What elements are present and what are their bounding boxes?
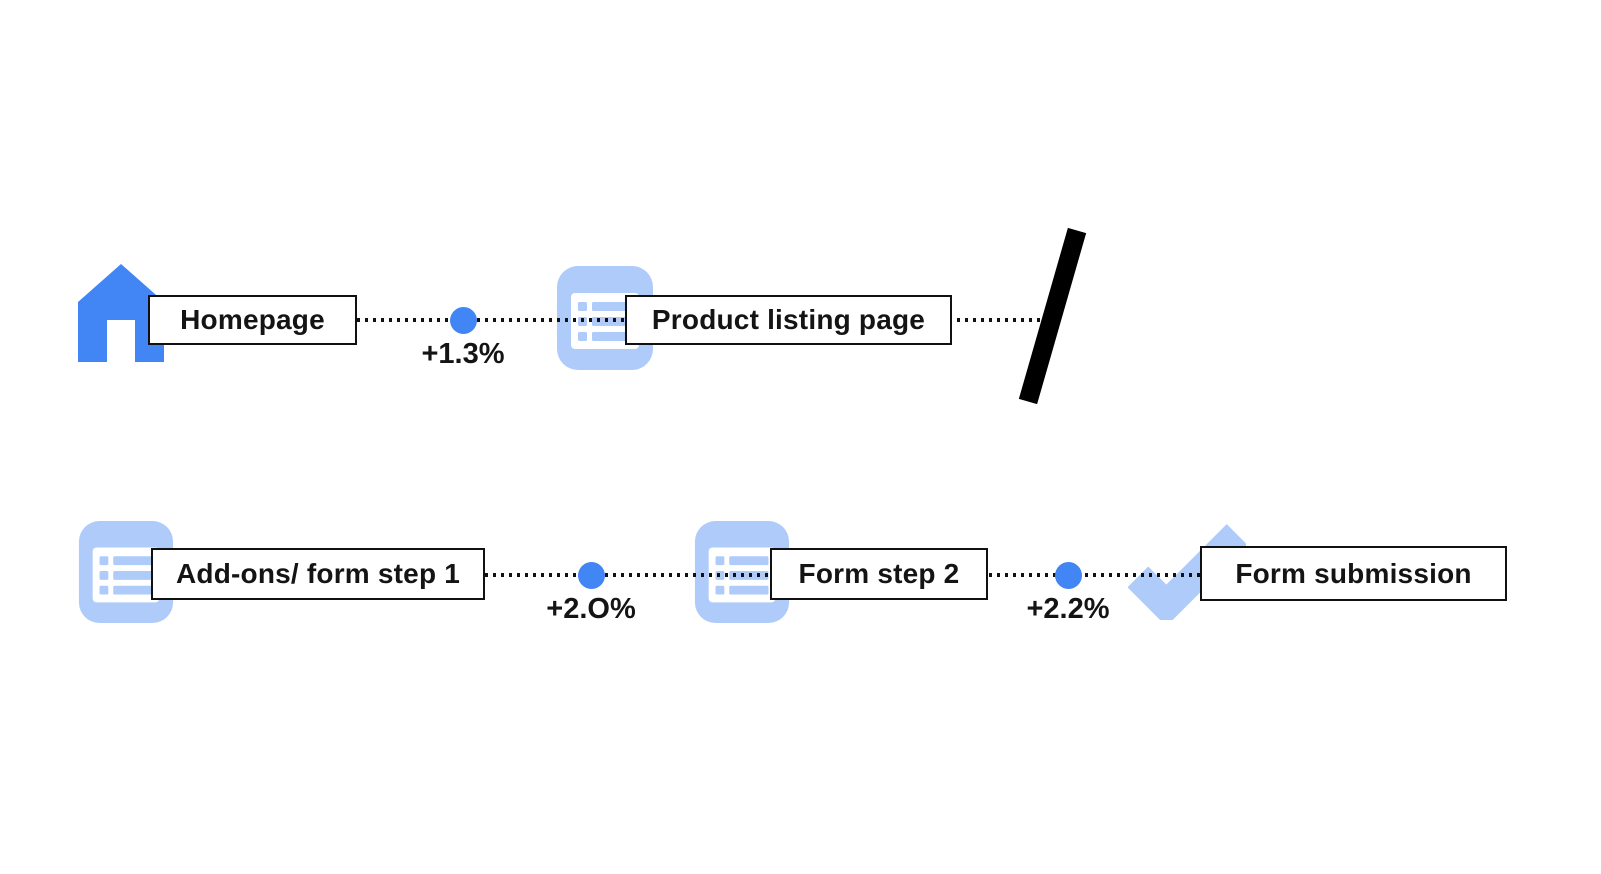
step-label-text: Product listing page [651,304,926,335]
conversion-dot [578,562,605,589]
step-label-form-submission: Form submission [1200,546,1507,601]
step-label-addons-form-step-1: Add-ons/ form step 1 [151,548,485,600]
step-label-text: Homepage [180,304,325,335]
step-label-product-listing-page: Product listing page [625,295,952,345]
journey-break-slash [1018,227,1087,405]
home-icon [76,262,166,362]
step-label-text: Form step 2 [798,558,960,589]
step-label-homepage: Homepage [148,295,357,345]
conversion-dot [450,307,477,334]
conversion-delta: +2.O% [546,593,636,625]
step-label-form-step-2: Form step 2 [770,548,988,600]
step-label-text: Add-ons/ form step 1 [175,558,460,589]
conversion-delta: +2.2% [1026,593,1110,625]
list-icon [78,521,174,623]
step-label-text: Form submission [1235,557,1472,589]
conversion-dot [1055,562,1082,589]
conversion-delta: +1.3% [421,338,505,370]
